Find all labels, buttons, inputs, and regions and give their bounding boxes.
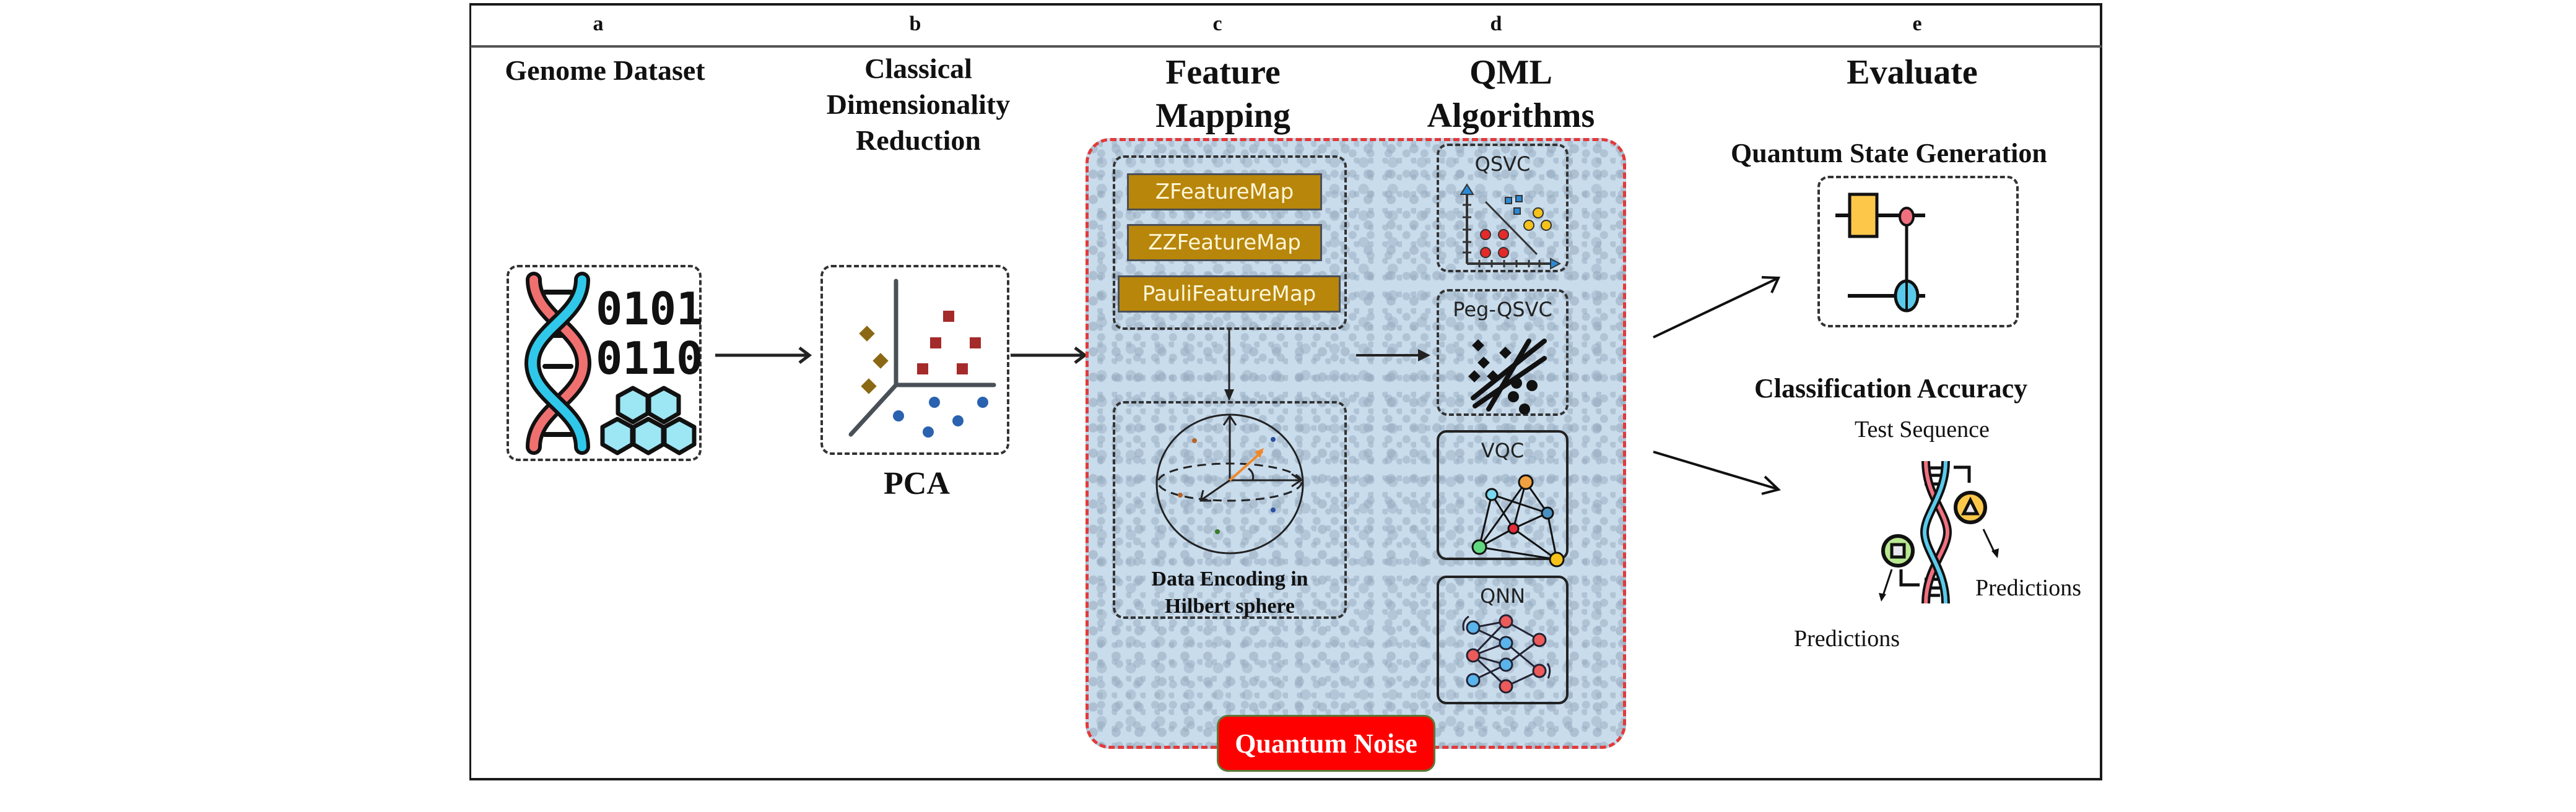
stage-title-evaluate: Evaluate bbox=[1847, 53, 1978, 92]
pegasos-hyperplanes-icon bbox=[1468, 339, 1547, 415]
bloch-sphere-icon bbox=[1155, 413, 1304, 555]
predictions-label-right: Predictions bbox=[1975, 575, 2081, 601]
feature-map-box bbox=[1113, 155, 1347, 330]
encoding-label: Data Encoding in Hilbert sphere bbox=[1115, 566, 1344, 620]
algorithm-qnn[interactable]: QNN bbox=[1437, 576, 1569, 704]
test-sequence-label: Test Sequence bbox=[1855, 417, 1990, 443]
quantum-noise-badge: Quantum Noise bbox=[1217, 715, 1435, 772]
encoding-label-line: Data Encoding in bbox=[1151, 568, 1308, 590]
arrow-genome-to-pca bbox=[715, 347, 812, 364]
title-line: Algorithms bbox=[1427, 97, 1595, 135]
pca-label: PCA bbox=[884, 466, 950, 501]
stage-title-feature-mapping: Feature Mapping bbox=[1093, 51, 1353, 137]
arrow-to-classification bbox=[1653, 451, 1781, 495]
title-line: Reduction bbox=[856, 124, 981, 156]
algorithm-label: Peg-QSVC bbox=[1453, 298, 1552, 321]
algorithm-qsvc[interactable]: QSVC bbox=[1437, 144, 1569, 272]
data-encoding-box: Data Encoding in Hilbert sphere bbox=[1113, 401, 1347, 619]
pca-box bbox=[820, 265, 1009, 455]
arrow-to-state-generation bbox=[1653, 276, 1781, 339]
binary-line-2: 0110 bbox=[596, 332, 703, 384]
genome-dataset-box: 0101 0110 bbox=[507, 265, 703, 461]
pca-3d-scatter-icon bbox=[848, 279, 996, 438]
header-divider bbox=[471, 45, 2102, 48]
graph-network-icon bbox=[1471, 474, 1565, 568]
panel-letter-b: b bbox=[909, 12, 921, 35]
zfeaturemap-button[interactable]: ZFeatureMap bbox=[1127, 173, 1322, 210]
stage-title-genome-dataset: Genome Dataset bbox=[505, 54, 705, 86]
panel-letter-a: a bbox=[593, 12, 604, 35]
panel-letter-c: c bbox=[1212, 12, 1222, 35]
paulifeaturemap-button[interactable]: PauliFeatureMap bbox=[1118, 275, 1341, 313]
state-generation-title: Quantum State Generation bbox=[1731, 138, 2047, 168]
arrow-featuremap-to-encoding bbox=[1224, 330, 1234, 401]
stage-title-dimensionality-reduction: Classical Dimensionality Reduction bbox=[788, 51, 1048, 158]
zzfeaturemap-button[interactable]: ZZFeatureMap bbox=[1127, 224, 1322, 261]
test-sequence-dna-icon bbox=[1879, 460, 1999, 604]
encoding-label-line: Hilbert sphere bbox=[1165, 595, 1295, 618]
title-line: Dimensionality bbox=[826, 89, 1011, 120]
title-line: Feature bbox=[1165, 53, 1281, 92]
dna-binary-hexagon-icon: 0101 0110 bbox=[524, 272, 703, 456]
binary-line-1: 0101 bbox=[596, 283, 703, 335]
algorithm-label: QNN bbox=[1479, 584, 1526, 608]
svm-scatter-icon bbox=[1460, 183, 1562, 270]
quantum-circuit-box bbox=[1817, 176, 2019, 327]
stage-title-qml-algorithms: QML Algorithms bbox=[1381, 51, 1641, 137]
panel-letter-e: e bbox=[1912, 12, 1922, 35]
title-line: Classical bbox=[864, 53, 972, 84]
neural-network-icon bbox=[1462, 614, 1551, 694]
algorithm-label: QSVC bbox=[1474, 152, 1531, 176]
panel-letter-d: d bbox=[1490, 12, 1502, 35]
algorithm-vqc[interactable]: VQC bbox=[1437, 430, 1569, 568]
arrow-pca-to-feature-mapping bbox=[1011, 347, 1088, 364]
title-line: QML bbox=[1469, 53, 1552, 92]
algorithm-peg-qsvc[interactable]: Peg-QSVC bbox=[1437, 289, 1569, 416]
title-line: Mapping bbox=[1155, 97, 1290, 135]
quantum-circuit-icon bbox=[1835, 192, 1925, 313]
algorithm-label: VQC bbox=[1481, 439, 1525, 462]
arrow-feature-to-algorithms bbox=[1356, 349, 1430, 361]
figure-frame bbox=[469, 3, 2102, 780]
classification-accuracy-title: Classification Accuracy bbox=[1754, 373, 2028, 404]
predictions-label-left: Predictions bbox=[1794, 626, 1900, 652]
